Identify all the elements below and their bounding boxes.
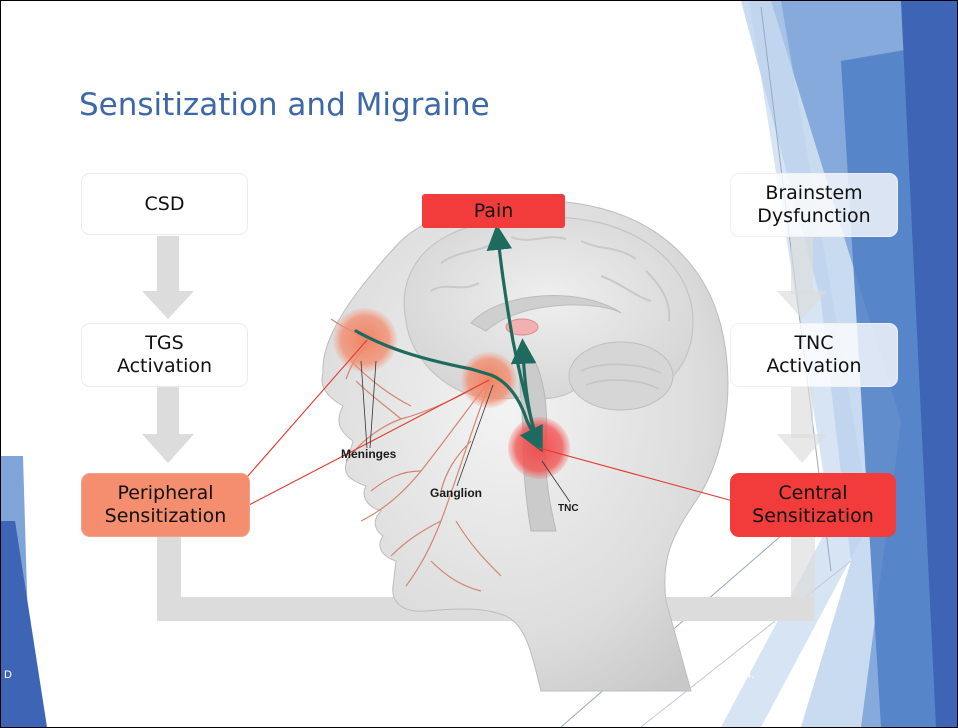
left-decoration xyxy=(1,456,47,727)
footer-right: 44. xyxy=(739,669,754,681)
tnc-activation-box: TNC Activation xyxy=(730,323,898,387)
ganglion-label: Ganglion xyxy=(430,486,482,500)
meninges-label: Meninges xyxy=(341,447,396,461)
tnc-label: TNC xyxy=(558,503,579,514)
central-sensitization-box: Central Sensitization xyxy=(730,473,896,537)
brainstem-dysfunction-box: Brainstem Dysfunction xyxy=(730,173,898,237)
pain-box: Pain xyxy=(422,194,565,228)
tgs-activation-box: TGS Activation xyxy=(81,323,248,387)
csd-box: CSD xyxy=(81,173,248,235)
peripheral-sensitization-box: Peripheral Sensitization xyxy=(81,473,250,537)
page-title: Sensitization and Migraine xyxy=(79,87,490,123)
footer-left: D xyxy=(4,669,12,681)
